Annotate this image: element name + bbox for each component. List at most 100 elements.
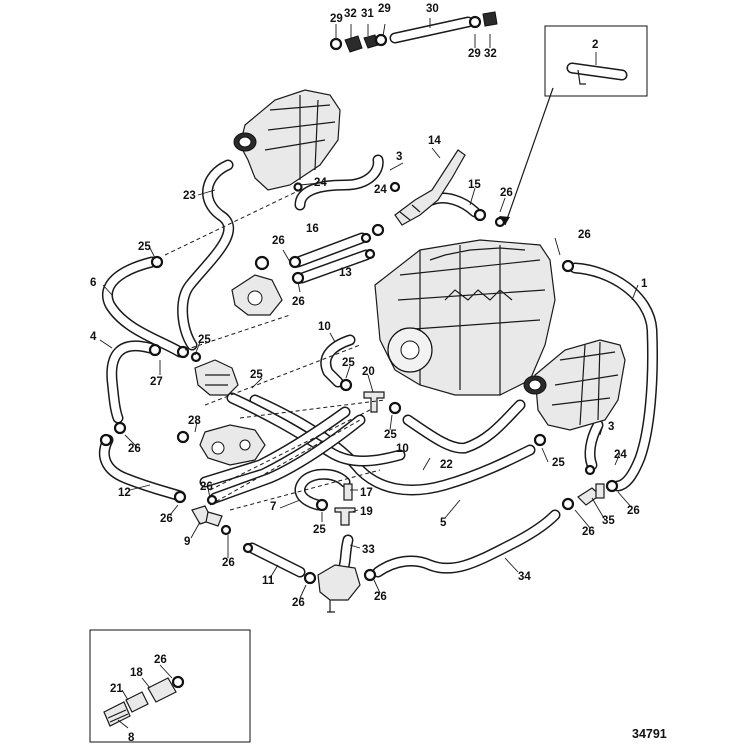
- callout-26-a: 26: [500, 187, 513, 199]
- pump-28: [199, 424, 266, 466]
- callout-25-e: 25: [384, 429, 397, 441]
- callout-32-b: 32: [484, 48, 497, 60]
- fitting-9: [191, 505, 223, 527]
- callout-29-a: 29: [330, 13, 343, 25]
- callout-25-c: 25: [342, 357, 355, 369]
- hose-10-lower: [226, 392, 406, 467]
- hose-6: [102, 256, 186, 358]
- tee-19: [334, 507, 356, 526]
- callout-31: 31: [361, 8, 374, 20]
- callout-10-a: 10: [318, 321, 331, 333]
- callout-12: 12: [118, 487, 131, 499]
- callout-25-f: 25: [552, 457, 565, 469]
- callout-26-f: 26: [200, 481, 213, 493]
- components: [89, 11, 648, 743]
- callout-1: 1: [641, 278, 648, 290]
- callout-16: 16: [306, 223, 319, 235]
- hose-4: [106, 340, 156, 424]
- callout-5: 5: [440, 517, 447, 529]
- exhaust-manifold-left: [233, 89, 341, 192]
- hose-13: [296, 249, 372, 284]
- callout-14: 14: [428, 135, 441, 147]
- callout-26-g: 26: [160, 513, 173, 525]
- callout-26-h: 26: [627, 505, 640, 517]
- callout-24-c: 24: [614, 449, 627, 461]
- clamps: [99, 181, 619, 585]
- callout-22: 22: [440, 459, 453, 471]
- engine-block: [374, 239, 556, 396]
- callout-35: 35: [602, 515, 615, 527]
- callout-28: 28: [188, 415, 201, 427]
- hose-33: [338, 534, 354, 572]
- callout-26-b: 26: [578, 229, 591, 241]
- callout-25-d: 25: [250, 369, 263, 381]
- callout-18: 18: [130, 667, 143, 679]
- hose-23: [177, 159, 235, 351]
- callout-33: 33: [362, 544, 375, 556]
- figure-number: 34791: [632, 727, 667, 741]
- callout-26-k: 26: [292, 597, 305, 609]
- callout-13: 13: [339, 267, 352, 279]
- drain-valve: [317, 564, 361, 613]
- callout-3-a: 3: [396, 151, 402, 163]
- hose-22: [402, 399, 526, 454]
- callout-15: 15: [468, 179, 481, 191]
- callout-20: 20: [362, 366, 375, 378]
- hose-1: [569, 262, 658, 492]
- callout-24-a: 24: [314, 177, 327, 189]
- pump-25: [194, 359, 239, 396]
- callout-30: 30: [426, 3, 439, 15]
- thermostat-housing: [231, 255, 283, 316]
- callout-27: 27: [150, 376, 163, 388]
- callout-7: 7: [270, 501, 276, 513]
- hose-7: [294, 468, 351, 511]
- hose-3-lower: [584, 419, 604, 471]
- callout-17: 17: [360, 487, 373, 499]
- callout-25-g: 25: [313, 524, 326, 536]
- callout-26-m: 26: [154, 654, 167, 666]
- callout-26-j: 26: [222, 557, 235, 569]
- callout-26-i: 26: [582, 526, 595, 538]
- callout-25-b: 25: [198, 334, 211, 346]
- callout-26-e: 26: [128, 443, 141, 455]
- hose-30: [389, 16, 474, 44]
- inset-detail: [89, 629, 251, 743]
- top-fittings: [329, 11, 498, 53]
- fitting-35: [577, 483, 605, 506]
- hose-10-upper: [320, 334, 356, 388]
- fitting-17: [343, 483, 353, 501]
- callout-3-b: 3: [608, 421, 614, 433]
- callout-19: 19: [360, 506, 373, 518]
- callout-labels: 29 32 31 29 30 29 32 2 3 14 23 24 24 15 …: [90, 3, 667, 744]
- leader-lines: [99, 18, 639, 729]
- hose-12: [98, 434, 186, 502]
- callout-26-d: 26: [292, 296, 305, 308]
- callout-21: 21: [110, 683, 123, 695]
- hose-16: [292, 232, 368, 268]
- callout-23: 23: [183, 190, 196, 202]
- callout-29-b: 29: [378, 3, 391, 15]
- callout-26-l: 26: [374, 591, 387, 603]
- callout-4: 4: [90, 331, 97, 343]
- tee-20: [363, 391, 385, 413]
- callout-2: 2: [592, 39, 598, 51]
- callout-32-a: 32: [344, 8, 357, 20]
- callout-10-b: 10: [396, 443, 409, 455]
- hose-11: [246, 542, 306, 578]
- reference-lines: [164, 87, 554, 511]
- exhaust-manifold-right: [523, 339, 626, 431]
- callout-24-b: 24: [374, 184, 387, 196]
- hoses: [98, 16, 658, 686]
- callout-8: 8: [128, 732, 135, 744]
- callout-29-c: 29: [468, 48, 481, 60]
- callout-25-a: 25: [138, 241, 151, 253]
- callout-11: 11: [262, 575, 275, 587]
- sender-14: [394, 149, 466, 226]
- callout-9: 9: [184, 536, 190, 548]
- hose-3-upper: [294, 154, 384, 211]
- callout-34: 34: [518, 571, 531, 583]
- callout-6: 6: [90, 277, 96, 289]
- callout-26-c: 26: [272, 235, 285, 247]
- hose-34: [372, 509, 561, 578]
